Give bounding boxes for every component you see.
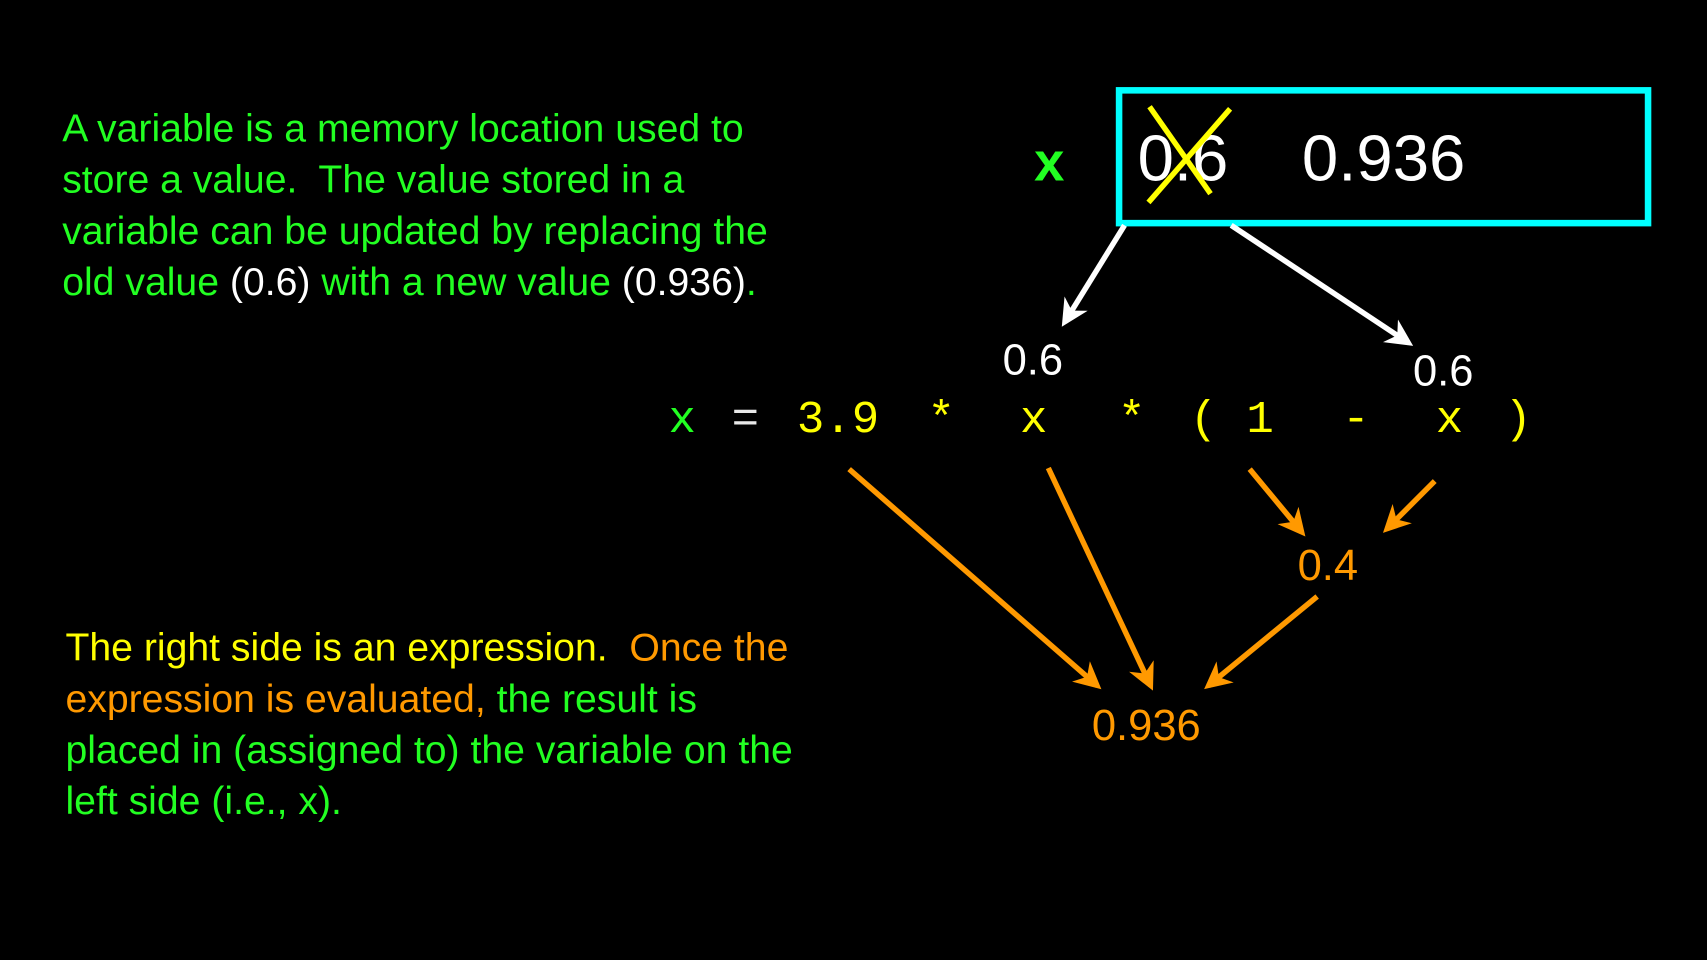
strike-line [1146, 107, 1233, 205]
explanation-line: placed in (assigned to) the variable on … [65, 729, 792, 772]
variable-name: x [1034, 132, 1064, 193]
definition-paragraph: A variable is a memory location used to … [62, 107, 768, 303]
result-value: 0.936 [1092, 702, 1201, 750]
eq-assign: = [732, 394, 759, 446]
definition-line: A variable is a memory location used to [62, 107, 744, 150]
definition-line: variable can be updated by replacing the [62, 210, 768, 253]
eq-var: x [1020, 394, 1047, 446]
eq-paren: ( [1190, 394, 1217, 446]
evaluation-arrows [847, 466, 1437, 691]
definition-line: store a value. The value stored in a [62, 159, 684, 202]
definition-line: old value (0.6) with a new value (0.936)… [62, 261, 757, 304]
explanation-line: left side (i.e., x). [65, 780, 341, 823]
eq-one: 1 [1246, 394, 1273, 446]
eq-op: * [1118, 394, 1145, 446]
explanation-line: The right side is an expression. Once th… [65, 627, 788, 670]
eq-const: 3.9 [797, 394, 879, 446]
eval-arrow [1204, 594, 1319, 690]
variable-memory-box: x 0.6 0.936 [1034, 87, 1652, 227]
eq-paren: ) [1504, 394, 1531, 446]
new-value: 0.936 [1302, 122, 1465, 195]
read-arrow [1061, 223, 1127, 327]
explanation-paragraph: The right side is an expression. Once th… [65, 627, 792, 823]
eval-arrow [1045, 466, 1154, 691]
eq-op: * [928, 394, 955, 446]
read-arrow [1229, 223, 1414, 346]
strike-line [1147, 105, 1213, 196]
read-value-label: 0.6 [1413, 347, 1474, 395]
read-value-label: 0.6 [1003, 336, 1063, 384]
eq-var: x [1436, 394, 1463, 446]
eval-arrow [1382, 479, 1437, 533]
assignment-statement: x = 3.9 * x * ( 1 - x ) [668, 394, 1531, 446]
explanation-line: expression is evaluated, the result is [65, 678, 696, 721]
eq-op: - [1342, 394, 1369, 446]
memory-box-border [1115, 87, 1652, 227]
intermediate-value: 0.4 [1298, 542, 1359, 590]
eq-lhs: x [668, 394, 695, 446]
eval-arrow [1247, 467, 1306, 537]
eval-arrow [847, 467, 1102, 690]
